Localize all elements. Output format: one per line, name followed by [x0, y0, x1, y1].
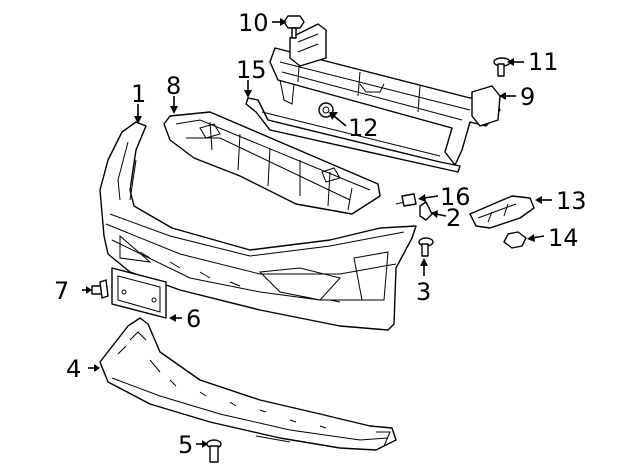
part-15-upper-strip — [245, 97, 461, 173]
part-11-screw — [493, 57, 511, 77]
part-14-nut — [503, 231, 527, 249]
callout-2: 2 — [446, 204, 461, 232]
part-7-screw — [91, 279, 109, 299]
part-8-energy-absorber — [163, 111, 381, 215]
part-2-clip — [419, 201, 433, 221]
part-13-side-bracket — [469, 195, 535, 229]
callout-1: 1 — [131, 80, 146, 108]
callout-6: 6 — [186, 305, 201, 333]
callout-12: 12 — [348, 114, 379, 142]
callout-7: 7 — [54, 277, 69, 305]
callout-16: 16 — [440, 183, 471, 211]
leader-lines — [82, 18, 552, 448]
callout-14: 14 — [548, 224, 579, 252]
callout-13: 13 — [556, 187, 587, 215]
part-4-lower-spoiler — [99, 317, 397, 451]
part-1-bumper-cover — [99, 121, 417, 331]
callout-9: 9 — [520, 83, 535, 111]
part-9-reinforcement-bar — [269, 23, 501, 166]
callout-15: 15 — [236, 56, 267, 84]
part-3-screw — [418, 237, 434, 257]
callout-4: 4 — [66, 355, 81, 383]
part-16-pin — [395, 193, 417, 207]
callout-11: 11 — [528, 48, 559, 76]
part-5-screw — [206, 439, 222, 463]
part-6-license-bracket — [111, 267, 167, 319]
callout-5: 5 — [178, 431, 193, 459]
callout-10: 10 — [238, 9, 269, 37]
callout-8: 8 — [166, 72, 181, 100]
part-12-nut — [318, 102, 334, 118]
callout-3: 3 — [416, 278, 431, 306]
